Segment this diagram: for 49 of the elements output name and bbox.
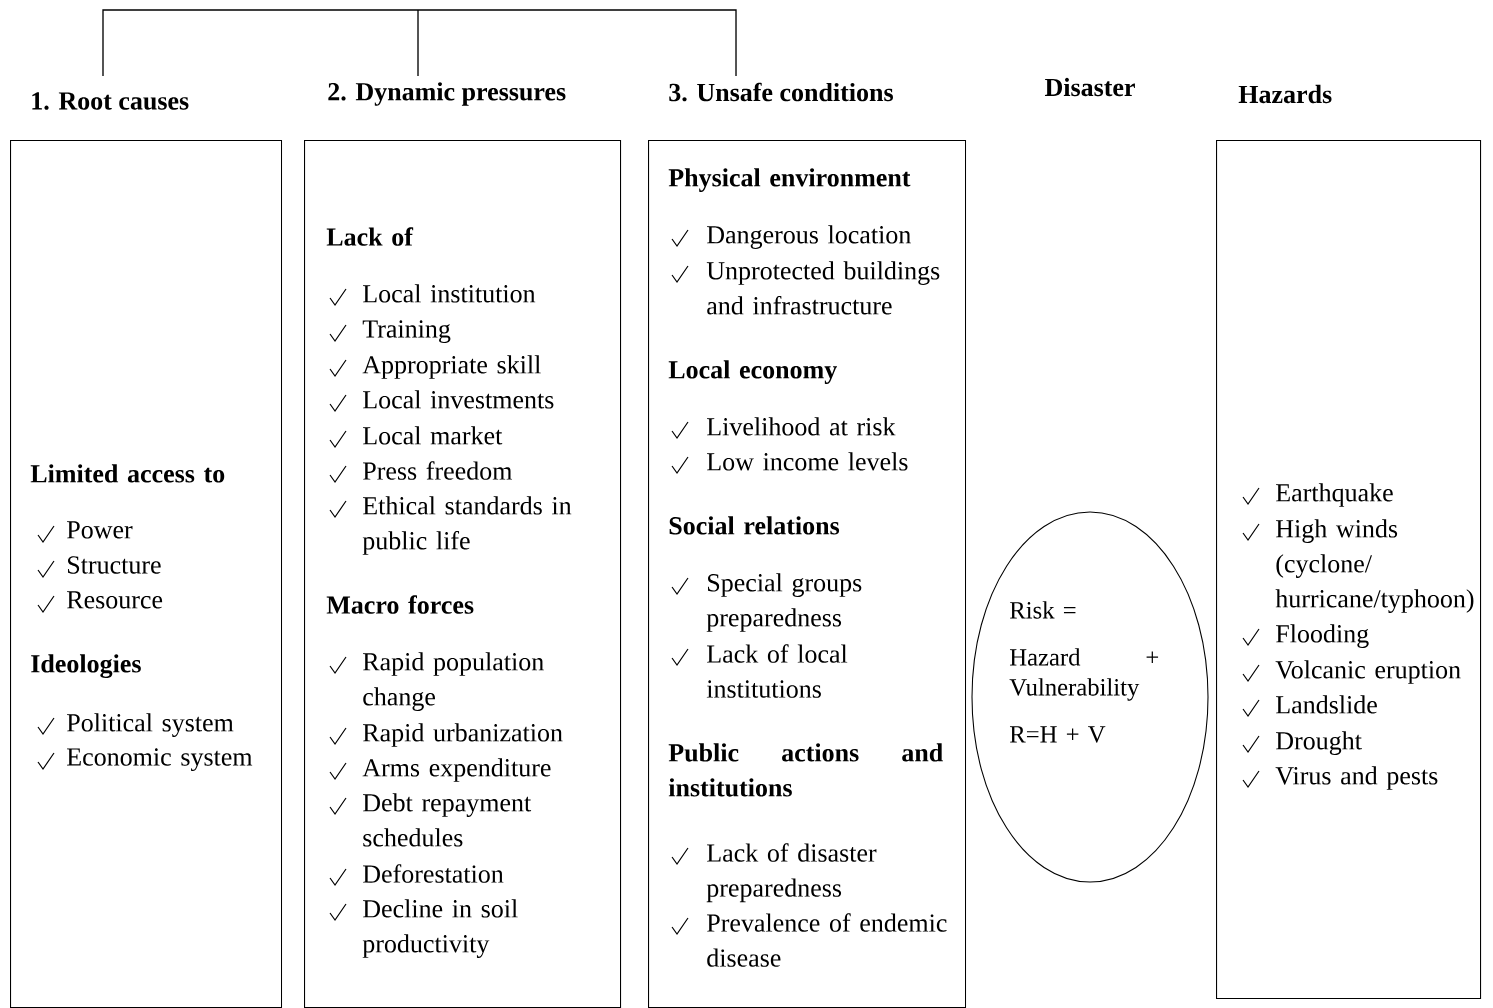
- subheading: Physical environment: [668, 168, 911, 192]
- list-item: Resource: [67, 591, 163, 609]
- column-heading: 3. Unsafe conditions: [669, 82, 893, 102]
- risk-text: R=H + V: [1010, 726, 1106, 743]
- subheading: Local economy: [668, 360, 837, 384]
- list-item: Landslide: [1276, 695, 1377, 714]
- list-item: Lack of disaster preparedness: [706, 843, 877, 903]
- list-item: Low income levels: [707, 452, 908, 471]
- subheading: Limited access to: [30, 464, 225, 483]
- list-item: Appropriate skill: [362, 355, 541, 379]
- list-item: Unprotected buildings and infrastructure: [706, 261, 940, 315]
- list-item: Economic system: [67, 748, 253, 772]
- list-item: Dangerous location: [707, 225, 911, 249]
- list-item: Training: [362, 320, 451, 344]
- list-item: Press freedom: [363, 461, 512, 480]
- subheading: Lack of: [326, 227, 414, 246]
- list-item: Volcanic eruption: [1275, 660, 1461, 684]
- list-item: Local institution: [363, 284, 536, 303]
- list-item: Power: [67, 521, 133, 539]
- column-heading: 2. Dynamic pressures: [328, 82, 566, 106]
- list-item: Decline in soil productivity: [362, 899, 518, 958]
- list-item: Drought: [1276, 731, 1362, 755]
- list-item: Flooding: [1276, 624, 1369, 648]
- list-item: Deforestation: [363, 864, 504, 883]
- risk-text: Hazard + Vulnerability: [1009, 648, 1159, 701]
- list-item: Lack of local institutions: [706, 644, 848, 698]
- list-item: Virus and pests: [1275, 766, 1438, 790]
- list-item: Livelihood at risk: [707, 417, 896, 436]
- list-item: Ethical standards in public life: [362, 496, 572, 555]
- list-item: Debt repayment schedules: [363, 793, 532, 847]
- column-heading: 1. Root causes: [32, 92, 189, 110]
- list-item: Rapid population change: [363, 652, 544, 711]
- list-item: Prevalence of endemic disease: [707, 913, 947, 967]
- subheading: Social relations: [669, 516, 840, 535]
- list-item: Structure: [68, 556, 161, 574]
- list-item: Rapid urbanization: [363, 723, 563, 747]
- risk-text: Risk =: [1010, 601, 1076, 619]
- column-heading: Disaster: [1045, 77, 1135, 97]
- list-item: Arms expenditure: [362, 758, 551, 782]
- list-item: Earthquake: [1276, 483, 1393, 507]
- list-item: Local market: [363, 426, 503, 445]
- subheading: Public actions and institutions: [668, 743, 943, 797]
- list-item: High winds (cyclone/hurricane/typhoon): [1275, 519, 1474, 613]
- list-item: Local investments: [363, 390, 554, 409]
- subheading: Ideologies: [31, 654, 141, 679]
- subheading: Macro forces: [326, 595, 474, 614]
- list-item: Special groups preparedness: [706, 573, 862, 632]
- column-heading: Hazards: [1238, 84, 1332, 104]
- list-item: Political system: [67, 713, 234, 737]
